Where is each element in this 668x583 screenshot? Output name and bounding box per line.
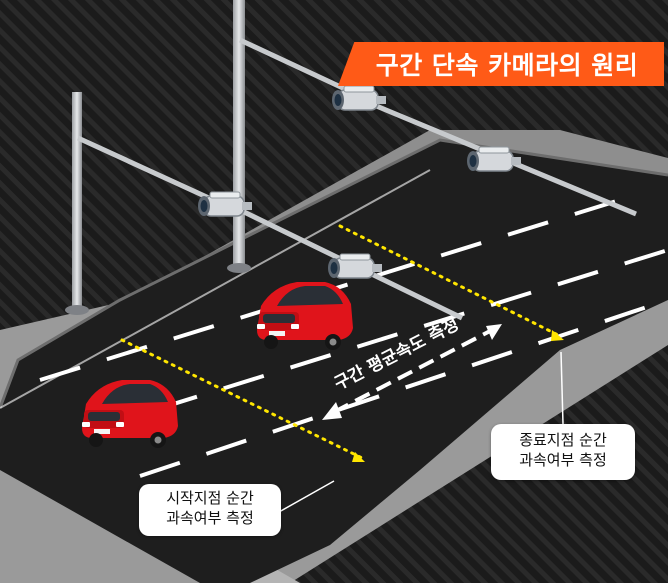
end-point-callout: 종료지점 순간 과속여부 측정: [491, 424, 635, 480]
start-point-callout: 시작지점 순간 과속여부 측정: [139, 484, 281, 536]
end-callout-line1: 종료지점 순간: [491, 430, 635, 450]
start-callout-line1: 시작지점 순간: [139, 488, 281, 508]
start-callout-line2: 과속여부 측정: [139, 508, 281, 528]
page-title: 구간 단속 카메라의 원리: [338, 42, 664, 86]
end-callout-line2: 과속여부 측정: [491, 450, 635, 470]
